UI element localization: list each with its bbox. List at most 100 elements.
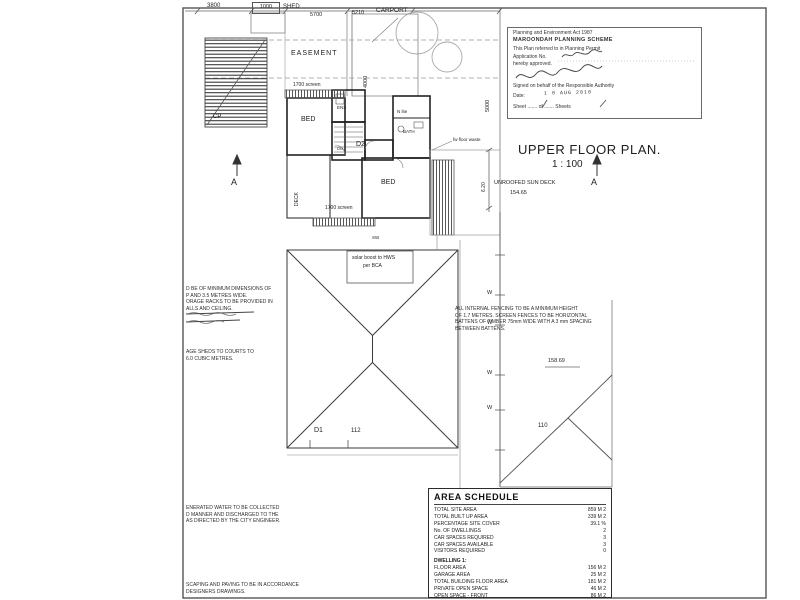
solar-note-line1: solar boost to HWS	[352, 255, 396, 261]
note-water: ENERATED WATER TO BE COLLECTED D MANNER …	[186, 505, 280, 525]
stamp-act-line: Planning and Environment Act 1987	[513, 30, 593, 36]
row-label: CAR SPACES REQUIRED	[434, 534, 494, 541]
handwriting-scribbles	[185, 49, 695, 324]
window-mark-3: W	[487, 370, 493, 376]
schedule-row: No. OF DWELLINGS 2	[434, 528, 606, 535]
bed2-label: BED	[381, 179, 396, 186]
sun-deck-label: UNROOFED SUN DECK	[494, 180, 556, 186]
row-label: TOTAL SITE AREA	[434, 507, 477, 513]
schedule-row: TOTAL BUILT UP AREA 339 M 2	[434, 514, 606, 521]
row-label: No. OF DWELLINGS	[434, 527, 481, 534]
row-value: 86 M 2	[590, 592, 606, 598]
dim-112: 112	[351, 428, 361, 434]
fence-line	[495, 212, 505, 487]
ensuite-label: ENS	[337, 105, 347, 110]
row-label: FLOOR AREA	[434, 565, 466, 572]
row-label: VISITORS REQUIRED	[434, 548, 486, 555]
area-schedule: AREA SCHEDULE TOTAL SITE AREA 859 M 2 TO…	[428, 488, 612, 598]
stairs-and-fixtures	[334, 93, 424, 169]
cp-label: CP	[213, 114, 222, 120]
note-line: ORAGE RACKS TO BE PROVIDED IN	[186, 299, 273, 306]
bed1-label: BED	[301, 116, 316, 123]
dim-5210: 5210	[352, 10, 365, 16]
note-fencing: ALL INTERNAL FENCING TO BE A MINIMUM HEI…	[455, 306, 592, 332]
screen-hatches	[284, 89, 455, 236]
stamp-application-label: Application No.	[513, 54, 547, 60]
schedule-row: OPEN SPACE - FRONT 86 M 2	[434, 592, 606, 598]
easement-label: EASEMENT	[291, 50, 338, 57]
stamp-permit-line: This Plan referred to in Planning Permit	[513, 46, 601, 52]
section-a-left: A	[231, 177, 238, 187]
note-line: D BE OF MINIMUM DIMENSIONS OF	[186, 286, 272, 292]
row-value: 39.1 %	[590, 520, 606, 527]
row-value: 46 M 2	[590, 586, 606, 593]
d2-label: D2	[356, 141, 365, 148]
note-line: DESIGNERS DRAWINGS.	[186, 588, 246, 595]
tree-canopies	[395, 11, 463, 73]
row-value: 3	[603, 534, 606, 541]
row-label: TOTAL BUILDING FLOOR AREA	[434, 579, 508, 586]
dim-5000: 5000	[485, 99, 491, 112]
plan-scale: 1 : 100	[552, 159, 583, 170]
floor-plan-walls	[286, 89, 431, 219]
screen-label-top: 1700 screen	[293, 82, 321, 88]
row-label: PERCENTAGE SITE COVER	[434, 520, 500, 527]
schedule-row: PRIVATE OPEN SPACE 46 M 2	[434, 586, 606, 593]
note-line: SCAPING AND PAVING TO BE IN ACCORDANCE	[186, 582, 299, 588]
schedule-row: CAR SPACES AVAILABLE 3	[434, 542, 606, 549]
row-value: 25 M 2	[590, 572, 606, 579]
schedule-row: TOTAL SITE AREA 859 M 2	[434, 507, 606, 514]
note-line: ALL INTERNAL FENCING TO BE A MINIMUM HEI…	[455, 306, 579, 312]
window-mark-1: W	[487, 290, 493, 296]
note-landscaping: SCAPING AND PAVING TO BE IN ACCORDANCE D…	[186, 582, 299, 595]
row-label: GARAGE AREA	[434, 572, 471, 579]
d1-label: D1	[314, 427, 323, 434]
schedule-row: VISITORS REQUIRED 0	[434, 548, 606, 555]
stamp-date-label: Date:	[513, 93, 525, 99]
row-label: CAR SPACES AVAILABLE	[434, 541, 494, 548]
dim-1000-box: 1000	[252, 2, 280, 14]
cp-screen-hatch	[204, 37, 268, 128]
sheet-frame	[182, 7, 767, 599]
note-line: P AND 3.5 METRES WIDE.	[186, 292, 248, 299]
dim-110: 110	[538, 423, 548, 429]
section-a-right: A	[591, 177, 598, 187]
bath-label: BATH	[403, 129, 415, 134]
stamp-date-value: 1 0 AUG 2010	[543, 89, 593, 97]
note-line: OF 1.7 METRES. SCREEN FENCES TO BE HORIZ…	[455, 312, 588, 319]
sun-deck-outline	[429, 140, 501, 236]
solar-note-box	[346, 250, 414, 284]
schedule-row: GARAGE AREA 25 M 2	[434, 572, 606, 579]
level-15869: 158.69	[548, 358, 565, 364]
row-value: 859 M 2	[587, 507, 606, 513]
row-label: TOTAL BUILT UP AREA	[434, 513, 488, 520]
row-value: 2	[603, 527, 606, 534]
window-mark-2: W	[487, 320, 493, 326]
roof-plan	[286, 235, 461, 488]
note-line: AGE SHEDS TO COURTS TO	[186, 349, 254, 355]
sun-deck-level: 154.65	[510, 190, 527, 196]
note-line: D MANNER AND DISCHARGED TO THE	[186, 511, 279, 518]
section-markers	[232, 153, 602, 176]
schedule-row: FLOOR AREA 156 M 2	[434, 565, 606, 572]
note-left-sheds: AGE SHEDS TO COURTS TO 6.0 CUBIC METRES.	[186, 349, 254, 362]
deck-label: DECK	[294, 192, 300, 206]
nlite-label: N lite	[397, 109, 408, 114]
stamp-scheme-line: MAROONDAH PLANNING SCHEME	[513, 37, 613, 43]
down-stairs-label: DN	[337, 146, 343, 151]
dim-620: 6.20	[481, 182, 487, 192]
schedule-row: CAR SPACES REQUIRED 3	[434, 535, 606, 542]
row-value: 0	[603, 548, 606, 555]
sw-label: SW	[372, 235, 380, 240]
dim-3800: 3800	[207, 3, 221, 9]
row-value: 156 M 2	[587, 565, 606, 572]
shed-label: SHED	[283, 4, 300, 10]
dim-5700: 5700	[310, 12, 323, 18]
dim-4000: 4000	[363, 75, 369, 88]
note-line: ALLS AND CEILING.	[186, 305, 233, 312]
area-schedule-title: AREA SCHEDULE	[434, 492, 606, 505]
row-value: 181 M 2	[587, 579, 606, 586]
row-label: PRIVATE OPEN SPACE	[434, 586, 489, 593]
